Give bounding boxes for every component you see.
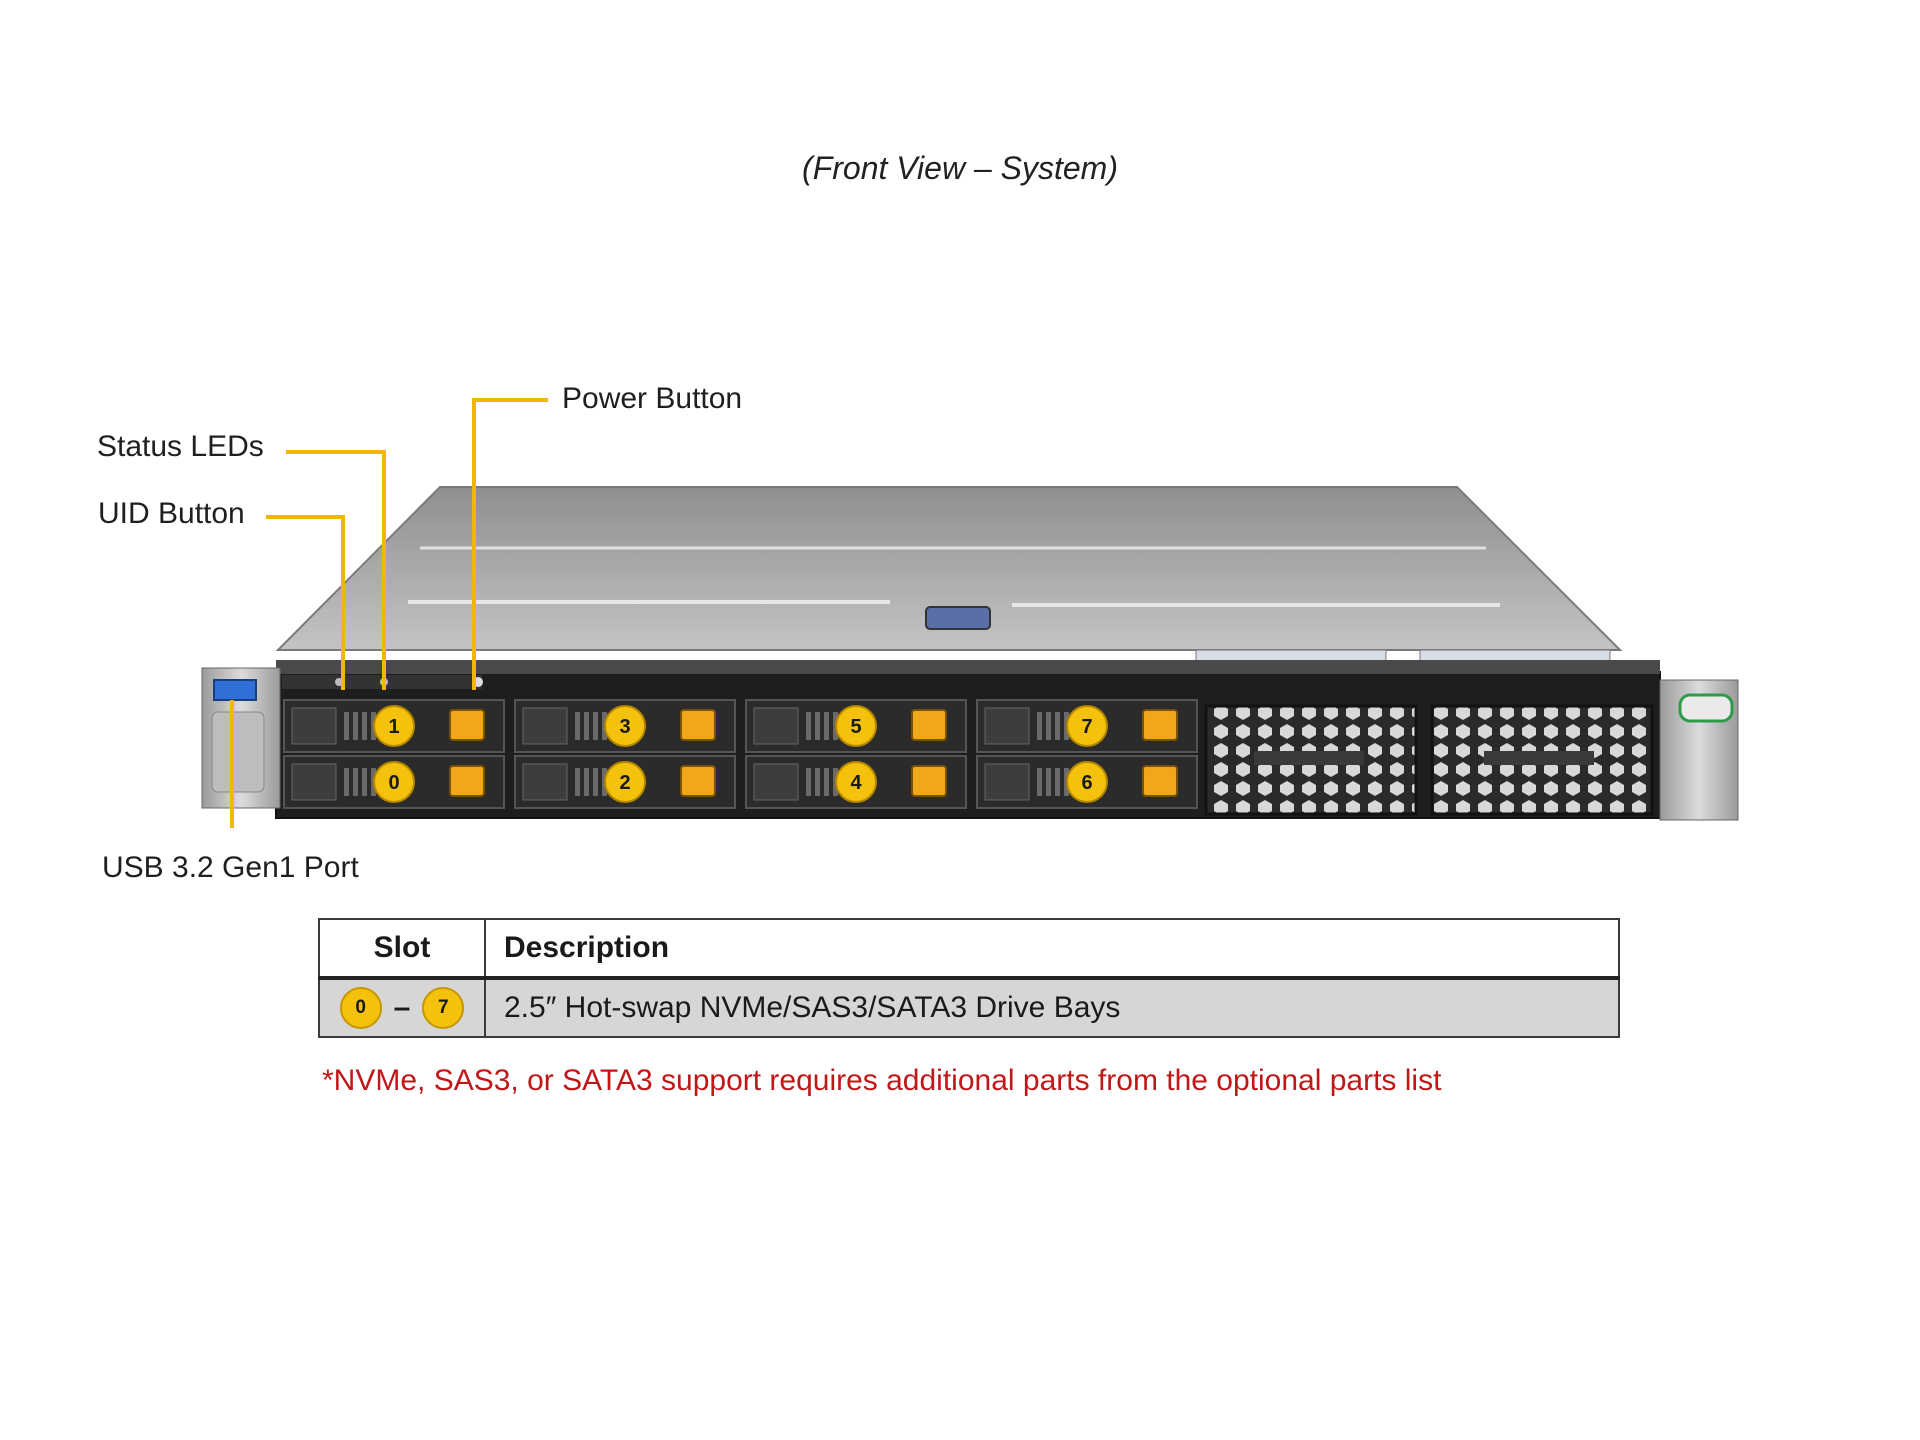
drive-vent-slot xyxy=(362,768,367,796)
drive-handle xyxy=(753,707,799,745)
uid-button-label: UID Button xyxy=(98,497,245,530)
drive-bay-5[interactable]: 5 xyxy=(745,699,967,753)
bay-number-badge xyxy=(1066,705,1108,747)
drive-vent-slot xyxy=(593,768,598,796)
drive-bay-6[interactable]: 6 xyxy=(976,755,1198,809)
drive-vent-slot xyxy=(575,768,580,796)
slot-table: Slot Description 0–7 2.5″ Hot-swap NVMe/… xyxy=(318,918,1620,1038)
bay-number-label: 5 xyxy=(850,716,861,738)
usb-port-label: USB 3.2 Gen1 Port xyxy=(102,851,359,884)
drive-latch-icon xyxy=(449,709,485,741)
drive-bay-2[interactable]: 2 xyxy=(514,755,736,809)
drive-handle xyxy=(984,707,1030,745)
drive-vent-slot xyxy=(1037,768,1042,796)
drive-handle xyxy=(522,707,568,745)
power-button-callout-line xyxy=(472,398,548,690)
drive-handle xyxy=(753,763,799,801)
drive-vent-slot xyxy=(824,768,829,796)
bay-number-label: 4 xyxy=(850,772,862,794)
drive-vent-slot xyxy=(806,768,811,796)
vendor-logo xyxy=(1678,693,1734,723)
bay-number-badge xyxy=(604,761,646,803)
drive-bays: 0 1 2 3 4 5 6 7 xyxy=(283,699,1198,809)
drive-vent-slot xyxy=(353,768,358,796)
drive-latch-icon xyxy=(1142,765,1178,797)
drive-latch-icon xyxy=(911,709,947,741)
drive-vent-slot xyxy=(1055,712,1060,740)
drive-vent-slot xyxy=(593,712,598,740)
drive-latch-icon xyxy=(680,709,716,741)
drive-vent-slot xyxy=(344,712,349,740)
bay-number-badge xyxy=(1066,761,1108,803)
drive-vent-slot xyxy=(344,768,349,796)
drive-vent-slot xyxy=(806,712,811,740)
usb-port-icon xyxy=(213,679,257,701)
slot-start-badge: 0 xyxy=(339,987,382,1029)
slot-range-separator: – xyxy=(393,991,411,1024)
bay-number-label: 7 xyxy=(1081,716,1092,738)
drive-vent-slot xyxy=(362,712,367,740)
bay-number-label: 2 xyxy=(619,772,630,794)
power-button-label: Power Button xyxy=(562,382,743,415)
drive-bay-4[interactable]: 4 xyxy=(745,755,967,809)
vent-grille-right xyxy=(1430,704,1654,816)
bay-number-badge xyxy=(604,705,646,747)
drive-handle xyxy=(522,763,568,801)
bay-number-badge xyxy=(835,761,877,803)
drive-latch-icon xyxy=(1142,709,1178,741)
drive-bay-7[interactable]: 7 xyxy=(976,699,1198,753)
drive-vent-slot xyxy=(584,768,589,796)
drive-vent-slot xyxy=(1037,712,1042,740)
drive-handle xyxy=(984,763,1030,801)
chassis-top xyxy=(275,486,1623,651)
description-column-header: Description xyxy=(484,918,1620,980)
bay-number-badge xyxy=(373,705,415,747)
uid-button-callout-line xyxy=(266,515,345,690)
drive-handle xyxy=(291,763,337,801)
drive-vent-slot xyxy=(1046,712,1051,740)
drive-vent-slot xyxy=(1055,768,1060,796)
slot-end-badge: 7 xyxy=(422,987,465,1029)
drive-vent-slot xyxy=(824,712,829,740)
bay-number-label: 0 xyxy=(388,772,399,794)
slot-column-header: Slot xyxy=(318,918,486,980)
status-leds-callout-line xyxy=(286,450,386,690)
bay-number-label: 6 xyxy=(1081,772,1092,794)
bay-number-badge xyxy=(373,761,415,803)
bay-number-badge xyxy=(835,705,877,747)
drive-vent-slot xyxy=(1046,768,1051,796)
drive-latch-icon xyxy=(680,765,716,797)
drive-vent-slot xyxy=(815,712,820,740)
drive-vent-slot xyxy=(584,712,589,740)
status-leds-label: Status LEDs xyxy=(97,430,264,463)
drive-bay-3[interactable]: 3 xyxy=(514,699,736,753)
drive-latch-icon xyxy=(911,765,947,797)
table-header-row: Slot Description xyxy=(318,918,1620,980)
footnote: *NVMe, SAS3, or SATA3 support requires a… xyxy=(322,1064,1442,1097)
drive-handle xyxy=(291,707,337,745)
view-title: (Front View – System) xyxy=(802,150,1118,186)
bay-number-label: 1 xyxy=(388,716,399,738)
drive-vent-slot xyxy=(815,768,820,796)
bay-number-label: 3 xyxy=(619,716,630,738)
drive-latch-icon xyxy=(449,765,485,797)
drive-vent-slot xyxy=(575,712,580,740)
slot-range-cell: 0–7 xyxy=(318,977,486,1038)
drive-vent-slot xyxy=(353,712,358,740)
description-cell: 2.5″ Hot-swap NVMe/SAS3/SATA3 Drive Bays xyxy=(484,977,1620,1038)
drive-bay-0[interactable]: 0 xyxy=(283,755,505,809)
table-row: 0–7 2.5″ Hot-swap NVMe/SAS3/SATA3 Drive … xyxy=(318,977,1620,1038)
drive-bay-1[interactable]: 1 xyxy=(283,699,505,753)
front-panel xyxy=(275,671,1661,819)
